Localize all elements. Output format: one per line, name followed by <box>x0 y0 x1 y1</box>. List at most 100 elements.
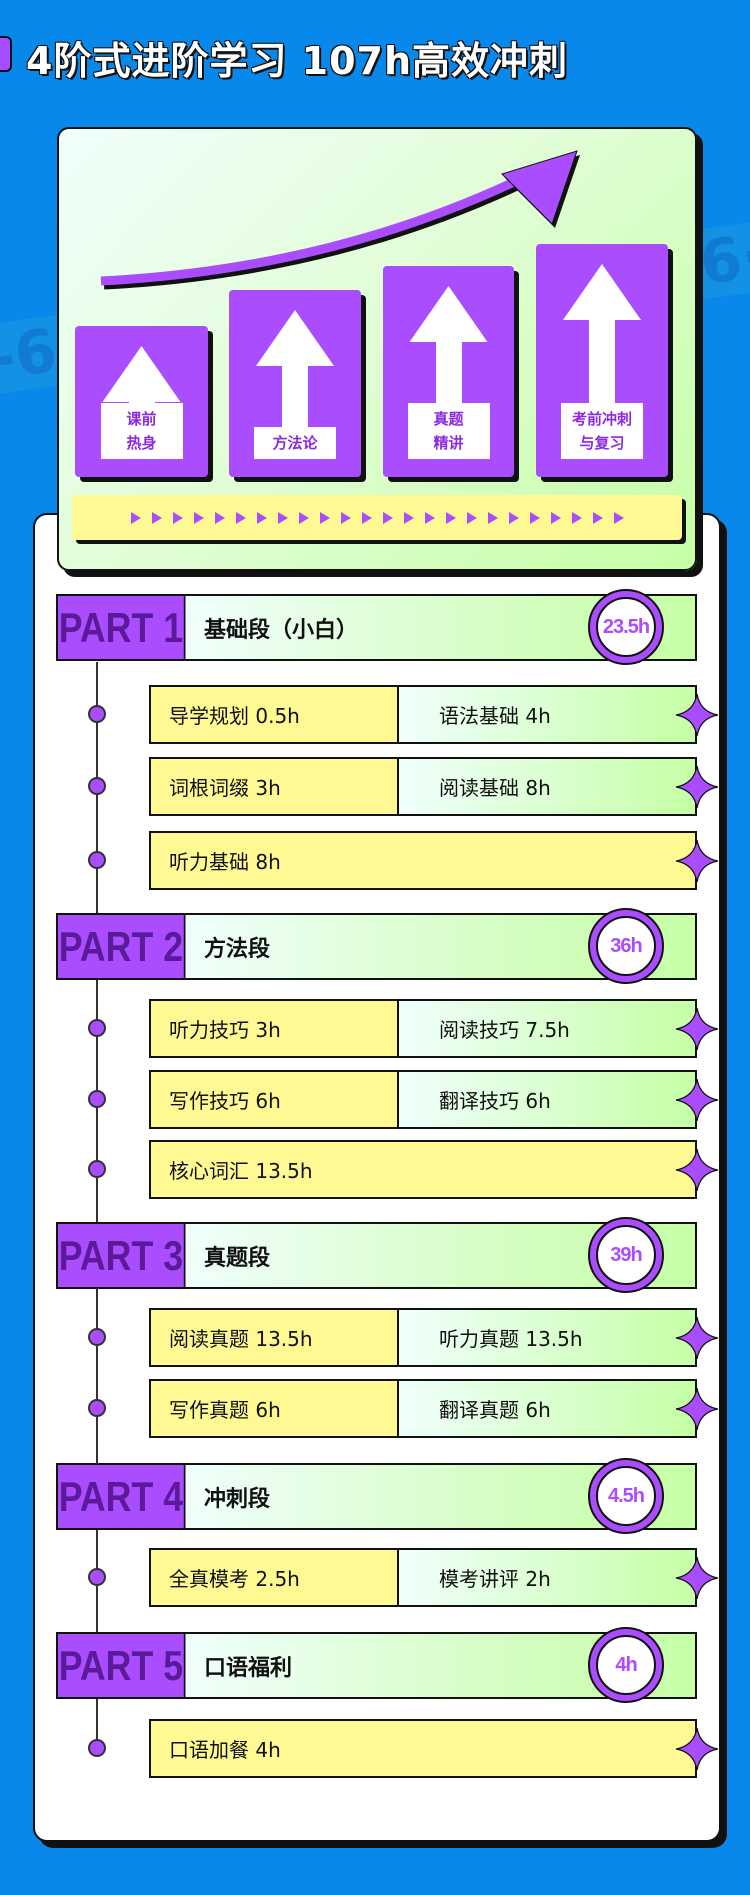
part-name: 方法段 <box>204 936 271 962</box>
course-item: 导学规划 0.5h <box>169 704 300 728</box>
play-triangle-icon <box>298 511 309 524</box>
hours-badge: 39h <box>588 1217 664 1293</box>
play-triangle-icon <box>151 511 162 524</box>
sparkle-icon <box>676 694 718 736</box>
course-item: 翻译真题 6h <box>397 1381 695 1436</box>
timeline-dot <box>88 1399 106 1417</box>
sparkle-icon <box>676 1388 718 1430</box>
hours-badge: 4.5h <box>588 1458 664 1534</box>
play-triangle-icon <box>613 511 624 524</box>
hours-value: 4h <box>596 1635 656 1695</box>
part-tag: PART 4 <box>58 1465 186 1528</box>
sparkle-icon <box>676 1008 718 1050</box>
part-header: PART 3 真题段 39h <box>56 1217 697 1293</box>
part-name: 基础段（小白） <box>204 617 359 643</box>
play-triangle-icon <box>529 511 540 524</box>
sparkle-icon <box>676 1079 718 1121</box>
course-item: 全真模考 2.5h <box>169 1567 300 1591</box>
part-name: 真题段 <box>204 1245 271 1271</box>
play-triangle-icon <box>172 511 183 524</box>
hours-value: 36h <box>596 916 656 976</box>
play-triangle-icon <box>550 511 561 524</box>
play-triangle-icon <box>235 511 246 524</box>
hours-badge: 23.5h <box>588 589 664 665</box>
timeline-dot <box>88 851 106 869</box>
hours-badge: 36h <box>588 908 664 984</box>
stage-label: 考前冲刺 与复习 <box>561 403 643 459</box>
stage-bar: 课前 热身 <box>75 326 208 477</box>
course-item: 口语加餐 4h <box>169 1738 281 1762</box>
play-triangle-icon <box>277 511 288 524</box>
play-triangle-icon <box>592 511 603 524</box>
part-header: PART 1 基础段（小白） 23.5h <box>56 589 697 665</box>
play-triangle-icon <box>445 511 456 524</box>
part-tag: PART 5 <box>58 1634 186 1697</box>
sparkle-icon <box>676 1728 718 1770</box>
course-item: 模考讲评 2h <box>397 1550 695 1605</box>
up-arrow-icon <box>102 346 181 402</box>
course-row: 口语加餐 4h <box>149 1719 697 1778</box>
play-triangle-icon <box>403 511 414 524</box>
stage-label: 真题 精讲 <box>407 403 490 459</box>
play-triangle-icon <box>424 511 435 524</box>
course-item: 语法基础 4h <box>397 687 695 742</box>
hours-value: 4.5h <box>596 1466 656 1526</box>
course-item: 翻译技巧 6h <box>397 1072 695 1127</box>
course-item: 阅读技巧 7.5h <box>397 1001 695 1056</box>
play-triangle-icon <box>319 511 330 524</box>
play-triangle-icon <box>487 511 498 524</box>
part-tag: PART 2 <box>58 915 186 978</box>
play-triangle-icon <box>130 511 141 524</box>
timeline-dot <box>88 1090 106 1108</box>
course-item: 核心词汇 13.5h <box>169 1159 313 1183</box>
course-row: 写作技巧 6h 翻译技巧 6h <box>149 1070 697 1129</box>
part-tag: PART 3 <box>58 1224 186 1287</box>
play-triangle-icon <box>466 511 477 524</box>
timeline-dot <box>88 1328 106 1346</box>
hours-badge: 4h <box>588 1627 664 1703</box>
course-row: 导学规划 0.5h 语法基础 4h <box>149 685 697 744</box>
up-arrow-icon <box>563 264 641 320</box>
part-tag: PART 1 <box>58 596 186 659</box>
up-arrow-icon <box>409 286 488 342</box>
sparkle-icon <box>676 1149 718 1191</box>
up-arrow-icon <box>282 360 308 437</box>
hours-value: 23.5h <box>596 597 656 657</box>
course-item: 听力技巧 3h <box>169 1018 281 1042</box>
play-triangle-icon <box>361 511 372 524</box>
course-item: 写作真题 6h <box>169 1398 281 1422</box>
hours-value: 39h <box>596 1225 656 1285</box>
stage-label: 课前 热身 <box>100 403 183 459</box>
part-header: PART 2 方法段 36h <box>56 908 697 984</box>
play-triangle-icon <box>340 511 351 524</box>
stage-bar: 真题 精讲 <box>383 266 514 477</box>
timeline-dot <box>88 705 106 723</box>
play-triangle-icon <box>508 511 519 524</box>
course-item: 阅读基础 8h <box>397 759 695 814</box>
stage-label: 方法论 <box>254 427 336 459</box>
part-header: PART 4 冲刺段 4.5h <box>56 1458 697 1534</box>
timeline-dot <box>88 1019 106 1037</box>
rising-arrow-icon <box>100 150 580 290</box>
up-arrow-icon <box>256 310 334 366</box>
timeline-line <box>96 662 98 1748</box>
stage-bar: 方法论 <box>229 290 361 477</box>
course-row: 听力技巧 3h 阅读技巧 7.5h <box>149 999 697 1058</box>
sparkle-icon <box>676 766 718 808</box>
course-row: 写作真题 6h 翻译真题 6h <box>149 1379 697 1438</box>
course-item: 听力基础 8h <box>169 850 281 874</box>
timeline-dot <box>88 1568 106 1586</box>
stage-bar: 考前冲刺 与复习 <box>536 244 668 477</box>
course-row: 核心词汇 13.5h <box>149 1140 697 1199</box>
play-triangle-icon <box>571 511 582 524</box>
timeline-dot <box>88 1160 106 1178</box>
progress-track <box>72 495 682 540</box>
sparkle-icon <box>676 1557 718 1599</box>
course-item: 写作技巧 6h <box>169 1089 281 1113</box>
play-triangle-icon <box>214 511 225 524</box>
course-item: 听力真题 13.5h <box>397 1310 695 1365</box>
part-name: 冲刺段 <box>204 1486 271 1512</box>
timeline-dot <box>88 777 106 795</box>
